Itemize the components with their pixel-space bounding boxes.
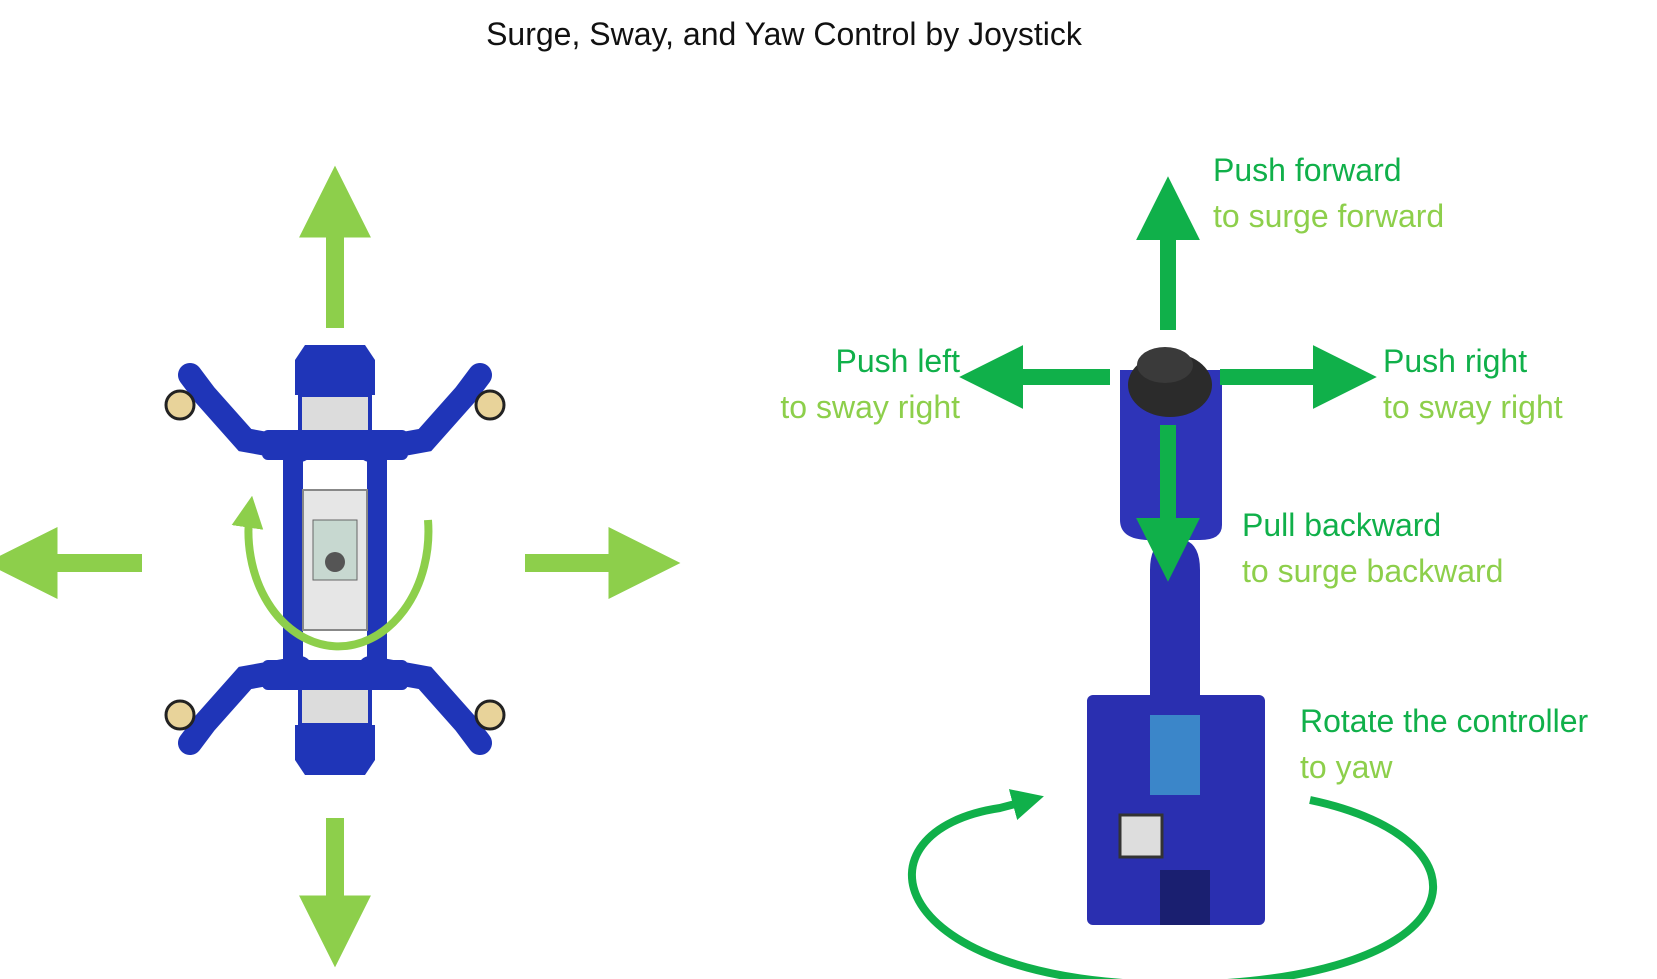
diagram-title: Surge, Sway, and Yaw Control by Joystick (486, 16, 1082, 52)
label-right-line1: Push right (1383, 343, 1528, 379)
robot-motor (164, 699, 196, 731)
label-backward-line2: to surge backward (1242, 553, 1504, 589)
controller-image (1087, 347, 1265, 925)
robot-motor (474, 389, 506, 421)
label-left-line2: to sway right (780, 389, 960, 425)
robot-front-crossbar (262, 430, 408, 460)
usb-port-icon (1118, 813, 1164, 859)
robot-front-bay (298, 393, 372, 437)
label-left: Push left to sway right (720, 338, 960, 430)
controller-yaw-arrow (908, 789, 1438, 979)
controller-base (1087, 695, 1265, 925)
label-right: Push right to sway right (1383, 338, 1563, 430)
label-rotate: Rotate the controller to yaw (1300, 698, 1588, 790)
robot-rear-cap (295, 725, 375, 775)
robot-center-connector (325, 552, 345, 572)
label-forward: Push forward to surge forward (1213, 147, 1444, 239)
robot-front-cap (295, 345, 375, 395)
robot-right-rail (367, 460, 387, 660)
controller-tape (1150, 715, 1200, 795)
robot-rear-crossbar (262, 660, 408, 690)
robot-motor (474, 699, 506, 731)
robot-arrows (0, 165, 681, 968)
label-backward: Pull backward to surge backward (1242, 502, 1503, 594)
robot-image (164, 345, 506, 775)
joystick-arrows (959, 176, 1377, 582)
robot-yaw-arrow (231, 495, 433, 651)
robot-rear-bay (298, 683, 372, 727)
label-backward-line1: Pull backward (1242, 507, 1442, 543)
label-rotate-line2: to yaw (1300, 749, 1393, 785)
label-rotate-line1: Rotate the controller (1300, 703, 1589, 739)
robot-left-rail (283, 460, 303, 660)
label-forward-line2: to surge forward (1213, 198, 1445, 234)
label-right-line2: to sway right (1383, 389, 1563, 425)
joystick-knob-top (1137, 347, 1193, 383)
label-left-line1: Push left (835, 343, 960, 379)
robot-motor (164, 389, 196, 421)
controller-stem (1150, 540, 1200, 695)
controller-cutout (1160, 870, 1210, 925)
label-forward-line1: Push forward (1213, 152, 1402, 188)
